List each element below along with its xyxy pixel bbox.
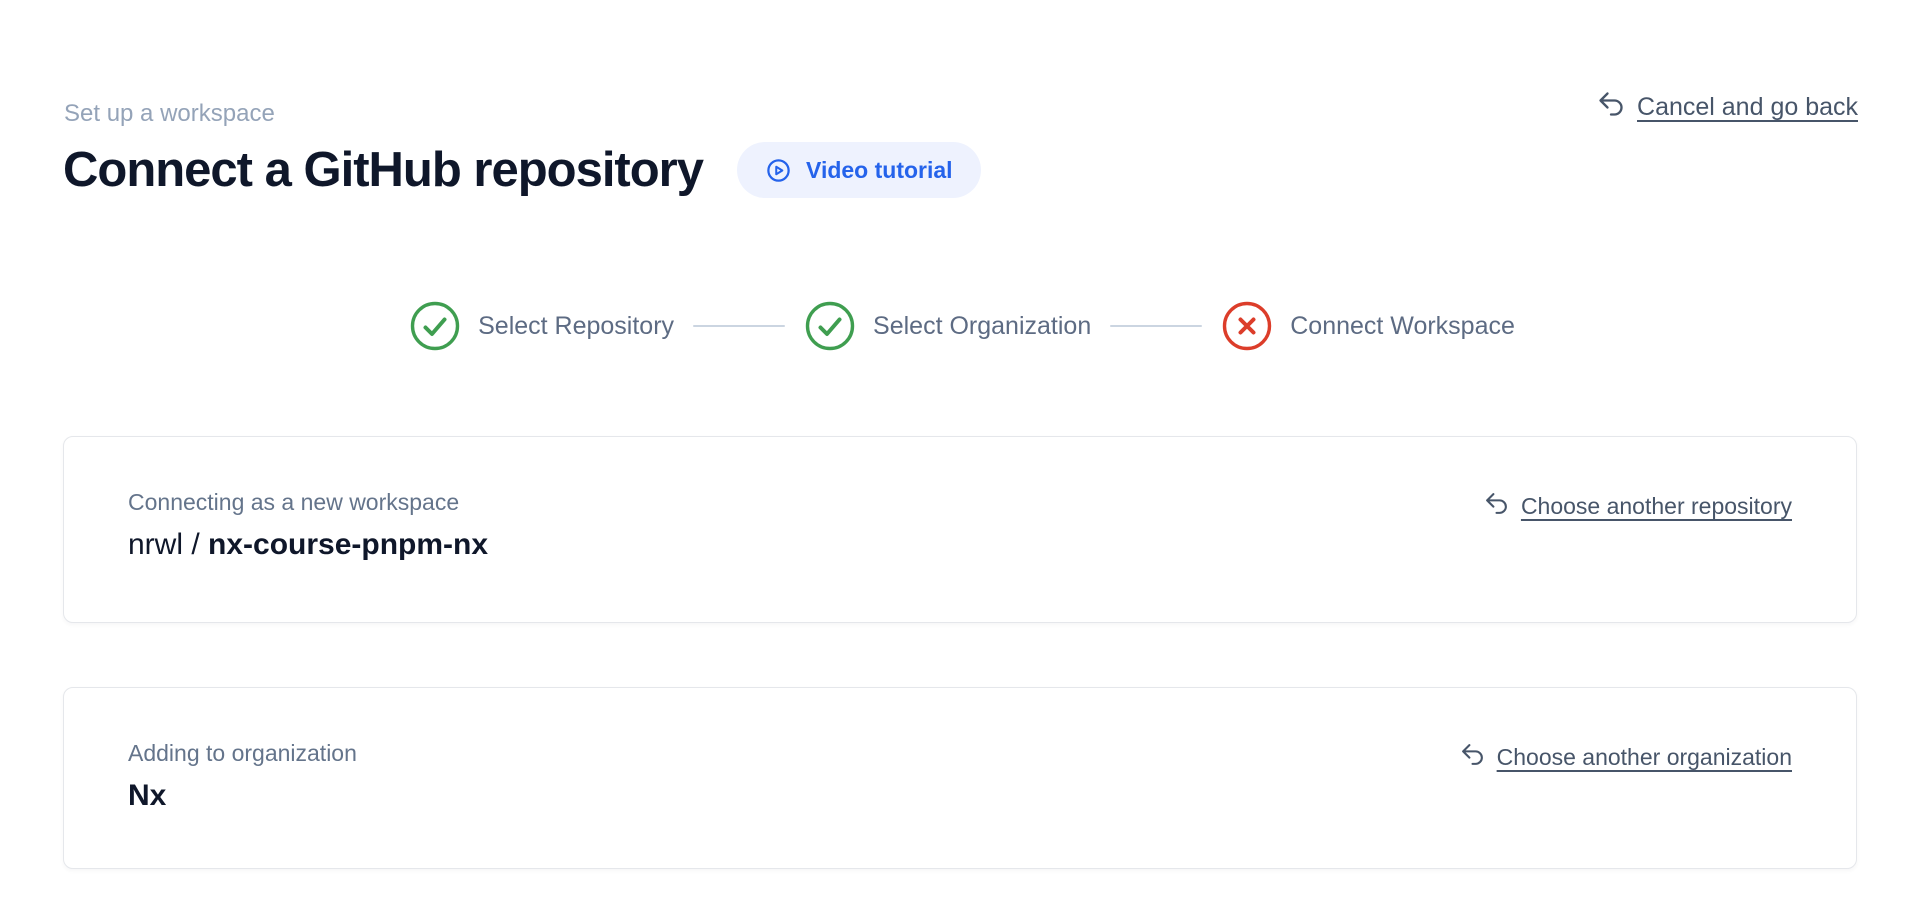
step-label: Select Organization — [873, 311, 1092, 340]
organization-card-label: Adding to organization — [128, 740, 357, 766]
repository-card-info: Connecting as a new workspace nrwl / nx-… — [128, 489, 488, 562]
step-connector — [1110, 325, 1203, 327]
page-title: Connect a GitHub repository — [63, 143, 704, 197]
step-select-organization: Select Organization — [804, 300, 1091, 352]
step-label: Connect Workspace — [1290, 311, 1515, 340]
choose-another-repository-link[interactable]: Choose another repository — [1484, 491, 1792, 522]
video-tutorial-label: Video tutorial — [806, 156, 953, 183]
repository-full-name: nrwl / nx-course-pnpm-nx — [128, 528, 488, 562]
cancel-and-go-back-link[interactable]: Cancel and go back — [1597, 90, 1858, 125]
x-circle-icon — [1221, 300, 1273, 352]
undo-arrow-icon — [1460, 742, 1485, 773]
undo-arrow-icon — [1597, 90, 1625, 125]
repository-owner: nrwl / — [128, 528, 209, 561]
repository-card-label: Connecting as a new workspace — [128, 489, 460, 515]
step-label: Select Repository — [478, 311, 675, 340]
choose-another-repository-label: Choose another repository — [1520, 493, 1792, 519]
choose-another-organization-label: Choose another organization — [1496, 744, 1792, 770]
page-eyebrow: Set up a workspace — [64, 100, 275, 127]
undo-arrow-icon — [1484, 491, 1509, 522]
step-connect-workspace: Connect Workspace — [1221, 300, 1515, 352]
repository-card: Connecting as a new workspace nrwl / nx-… — [63, 436, 1857, 623]
organization-card: Adding to organization Nx Choose another… — [63, 687, 1857, 869]
choose-another-organization-link[interactable]: Choose another organization — [1460, 742, 1792, 773]
repository-name: nx-course-pnpm-nx — [208, 528, 489, 561]
step-select-repository: Select Repository — [409, 300, 674, 352]
page-header: Connect a GitHub repository Video tutori… — [63, 142, 981, 198]
organization-name: Nx — [128, 779, 167, 812]
video-tutorial-button[interactable]: Video tutorial — [737, 142, 981, 198]
check-circle-icon — [804, 300, 856, 352]
cancel-link-label: Cancel and go back — [1637, 93, 1858, 121]
organization-card-info: Adding to organization Nx — [128, 740, 357, 813]
check-circle-icon — [409, 300, 461, 352]
play-circle-icon — [765, 157, 792, 184]
step-connector — [693, 325, 786, 327]
setup-stepper: Select Repository Select Organization Co… — [0, 300, 1924, 352]
